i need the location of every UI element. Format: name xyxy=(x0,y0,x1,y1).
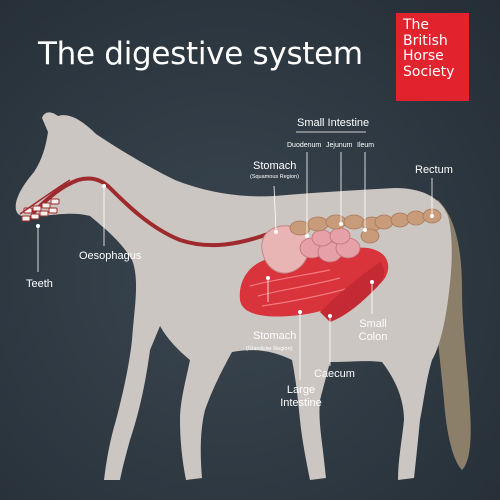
leader-lines xyxy=(37,131,433,380)
label-small-intestine: Small Intestine xyxy=(297,117,370,129)
logo-line-4: Society xyxy=(403,63,455,80)
label-small-colon-2: Colon xyxy=(358,331,388,343)
logo-line-1: The xyxy=(403,17,430,33)
label-small-colon-1: Small xyxy=(359,318,387,330)
label-teeth: Teeth xyxy=(26,278,53,290)
oesophagus xyxy=(32,176,270,248)
label-oesophagus: Oesophagus xyxy=(79,250,142,262)
leader-dots xyxy=(36,184,434,318)
mouth-outline xyxy=(19,179,71,215)
label-jejunum: Jejunum xyxy=(326,142,353,149)
label-stomach-squamous: Stomach xyxy=(253,160,297,172)
label-squamous-region: (Squamous Region) xyxy=(250,174,299,180)
logo-line-3: Horse xyxy=(403,48,444,64)
label-caecum: Caecum xyxy=(314,368,355,380)
caecum xyxy=(320,262,385,322)
logo-line-2: British xyxy=(403,32,448,49)
small-colon xyxy=(289,208,442,244)
label-rectum: Rectum xyxy=(415,164,453,176)
bhs-logo: The British Horse Society xyxy=(396,13,469,101)
small-intestine xyxy=(299,227,361,263)
teeth xyxy=(21,198,60,222)
label-large-intestine-1: Large xyxy=(286,384,316,396)
label-large-intestine-2: Intestine xyxy=(280,397,322,409)
horse-body xyxy=(15,112,452,480)
label-stomach-glandular: Stomach xyxy=(253,330,297,342)
label-duodenum: Duodenum xyxy=(287,142,322,149)
label-glandular-region: (Glandular Region) xyxy=(246,346,293,352)
page-title: The digestive system xyxy=(38,36,363,72)
label-ileum: Ileum xyxy=(357,142,375,149)
